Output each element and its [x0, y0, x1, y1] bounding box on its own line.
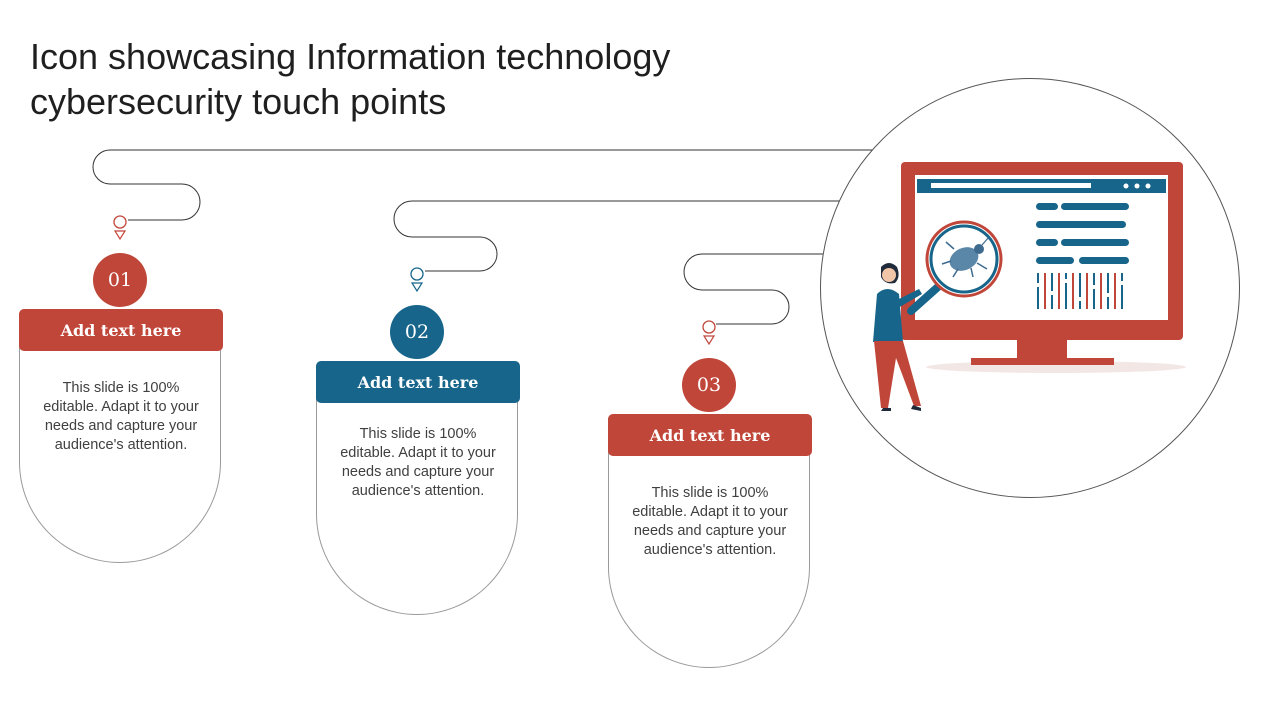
person-figure — [873, 263, 922, 411]
pin-2 — [410, 267, 424, 293]
step-3-body: This slide is 100% editable. Adapt it to… — [632, 485, 788, 558]
step-2-body: This slide is 100% editable. Adapt it to… — [340, 426, 496, 499]
title-line-2: cybersecurity touch points — [30, 81, 447, 122]
step-2-card: Add text here This slide is 100% editabl… — [316, 361, 520, 615]
pin-3 — [702, 320, 716, 346]
step-3-card: Add text here This slide is 100% editabl… — [608, 414, 812, 668]
step-1-number-badge: 01 — [93, 253, 147, 307]
step-3-number-badge: 03 — [682, 358, 736, 412]
page-title: Icon showcasing Information technology c… — [30, 34, 790, 124]
step-3-heading: Add text here — [608, 414, 812, 456]
step-1-heading: Add text here — [19, 309, 223, 351]
monitor-bug-inspection-icon — [873, 162, 1186, 411]
step-2-number-badge: 02 — [390, 305, 444, 359]
bug-icon — [941, 236, 990, 278]
title-line-1: Icon showcasing Information technology — [30, 36, 671, 77]
pin-1 — [113, 215, 127, 241]
step-1-card: Add text here This slide is 100% editabl… — [19, 309, 223, 563]
step-1-body: This slide is 100% editable. Adapt it to… — [43, 380, 199, 453]
illustration-circle — [820, 78, 1240, 498]
step-2-heading: Add text here — [316, 361, 520, 403]
